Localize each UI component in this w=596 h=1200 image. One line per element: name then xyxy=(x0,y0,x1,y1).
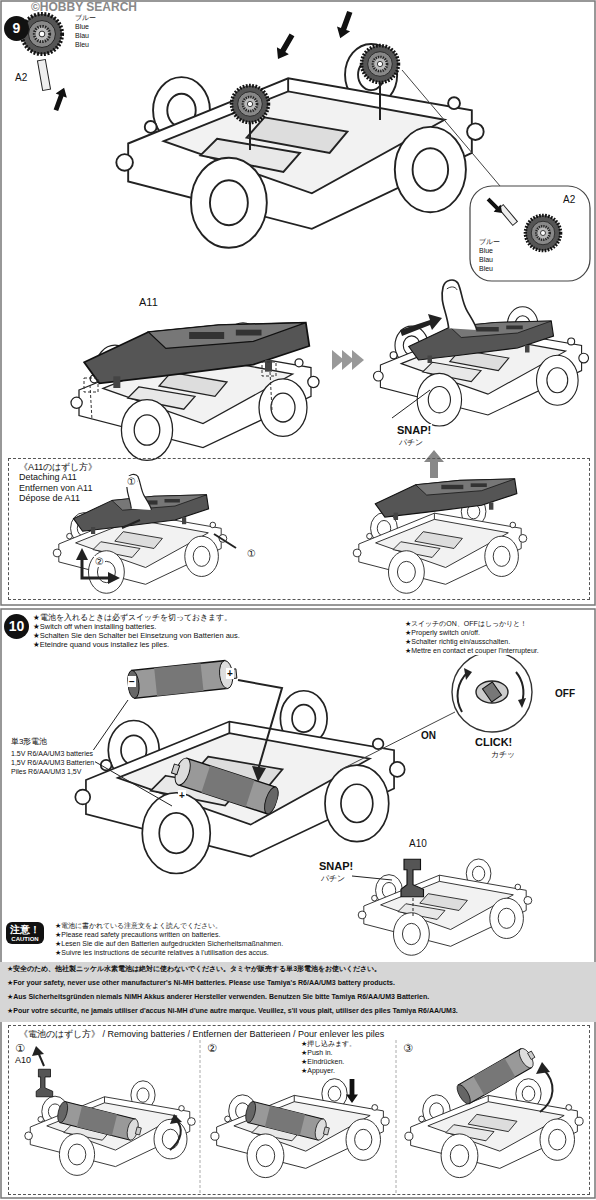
label-text: SNAP! xyxy=(318,860,354,872)
label-text: ★スイッチのON、OFFはしっかりと！ xyxy=(404,620,528,628)
node-text: Detaching A11 xyxy=(17,472,79,482)
label-text: Blau xyxy=(74,32,90,40)
label-text: ★Aus Sicherheitsgründen niemals NiMH Akk… xyxy=(6,993,592,1001)
label-text: ★Schalten Sie den Schalter bei Einsetzun… xyxy=(32,632,241,640)
label-text: ★押し込みます。 xyxy=(300,1040,357,1048)
label-text: A2 xyxy=(562,194,576,205)
label-text: ① xyxy=(14,1042,26,1054)
label-text: ★電池を入れるときは必ずスイッチを切っておきます。 xyxy=(32,614,233,622)
label-text: ブルー xyxy=(478,238,501,246)
node-text: 《A11のはずし方》 xyxy=(17,462,99,472)
label-text: ON xyxy=(420,730,437,741)
label-text: ★Switch off when installing batteries. xyxy=(32,623,157,631)
label-text: Piles R6/AA/UM3 1,5V xyxy=(10,768,82,776)
label-text: Blau xyxy=(478,256,494,264)
label-text: Bleu xyxy=(74,41,90,49)
label-text: ★Properly switch on/off. xyxy=(404,629,481,637)
label-text: A11 xyxy=(138,296,159,308)
label-text: A10 xyxy=(14,1056,32,1066)
label-text: ② xyxy=(94,556,105,567)
node-text: 10 xyxy=(9,618,25,634)
label-text: + xyxy=(178,790,186,801)
label-text: ★安全のため、他社製ニッケル水素電池は絶対に使わないでください。タミヤが販売する… xyxy=(6,965,592,973)
label-text: ★Schalter richtig ein/ausschalten. xyxy=(404,638,511,646)
label-text: ★Please read safety precautions written … xyxy=(54,931,221,939)
label-text: ★Eteindre quand vous installez les piles… xyxy=(32,641,170,649)
caution-badge: 注意！CAUTION xyxy=(6,922,44,944)
label-text: A2 xyxy=(14,72,28,83)
label-text: ★電池に書かれている注意文をよく読んでください。 xyxy=(54,922,223,930)
detach-panel: 《A11のはずし方》Detaching A11Entfernen von A11… xyxy=(8,458,590,600)
node-text: 《電池のはずし方》 / Removing batteries / Entfern… xyxy=(17,1029,386,1039)
label-text: ① xyxy=(126,476,137,487)
label-text: + xyxy=(226,668,234,679)
node-text: 9 xyxy=(13,20,21,36)
label-text: Bleu xyxy=(478,265,494,273)
label-text: ③ xyxy=(402,1042,414,1054)
label-text: 1,5V R6/AA/UM3 Batterien xyxy=(10,759,95,767)
label-text: ★For your safety, never use other manufa… xyxy=(6,979,592,987)
label-text: ① xyxy=(246,548,257,559)
node-text: Dépose de A11 xyxy=(17,493,82,503)
label-text: ② xyxy=(206,1042,218,1054)
removal-panel: 《電池のはずし方》 / Removing batteries / Entfern… xyxy=(8,1025,590,1195)
label-text: ブルー xyxy=(74,14,97,22)
label-text: − xyxy=(128,676,136,687)
label-text: OFF xyxy=(554,688,576,699)
label-text: CLICK! xyxy=(474,736,513,748)
label-text: SNAP! xyxy=(396,424,432,436)
label-text: 単3形電池 xyxy=(10,738,48,747)
label-text: パチン xyxy=(398,439,424,448)
label-text: ★Appuyer. xyxy=(300,1067,336,1075)
label-text: ★Pour votre sécurité, ne jamais utiliser… xyxy=(6,1007,592,1015)
label-text: A10 xyxy=(408,838,428,849)
label-text: ★Push in. xyxy=(300,1049,334,1057)
label-text: Blue xyxy=(74,23,90,31)
watermark: ©HOBBY SEARCH xyxy=(30,1,138,14)
label-text: ★Mettre en contact et couper l'interrupt… xyxy=(404,647,540,655)
step-number: 10 xyxy=(4,614,29,639)
node-text: CAUTION xyxy=(10,936,40,943)
node-text: 注意！ xyxy=(10,924,40,936)
label-text: ★Suivre les instructions de sécurité rel… xyxy=(54,949,270,957)
node-text: Entfernen von A11 xyxy=(17,483,94,493)
step-number: 9 xyxy=(4,16,29,41)
label-text: ★Eindrücken. xyxy=(300,1058,345,1066)
label-text: カチッ xyxy=(490,751,516,760)
label-text: ★Lesen Sie die auf den Batterien aufgedr… xyxy=(54,940,284,948)
label-text: 1.5V R6/AA/UM3 batteries xyxy=(10,750,94,758)
label-text: Blue xyxy=(478,247,494,255)
label-text: パチン xyxy=(320,875,346,884)
